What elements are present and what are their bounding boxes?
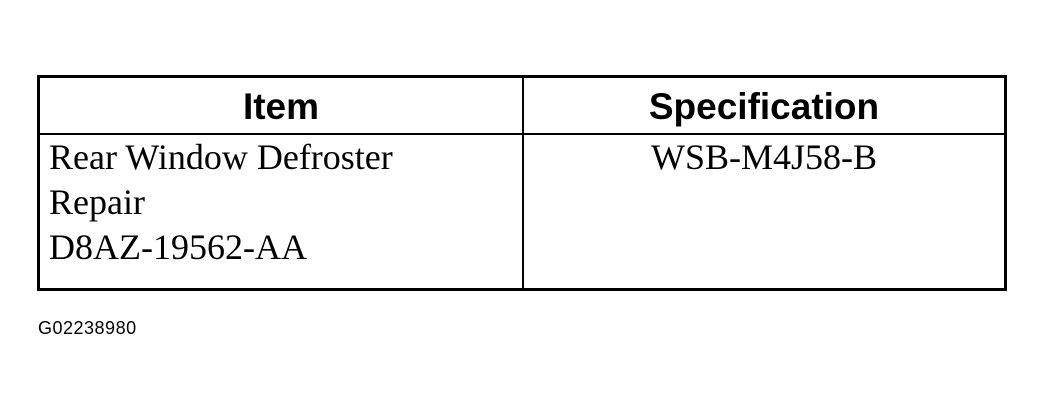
item-line-1: Rear Window Defroster <box>49 137 393 177</box>
specification-table: Item Specification Rear Window Defroster… <box>37 75 1007 291</box>
table-row-specification-cell: WSB-M4J58-B <box>650 137 878 177</box>
header-item: Item <box>40 78 524 135</box>
item-line-2: Repair <box>49 182 145 222</box>
table-row-item-cell: Rear Window Defroster Repair D8AZ-19562-… <box>40 135 524 288</box>
item-line-3: D8AZ-19562-AA <box>49 227 307 267</box>
figure-id-label: G02238980 <box>38 318 137 338</box>
header-specification: Specification <box>524 78 1004 135</box>
